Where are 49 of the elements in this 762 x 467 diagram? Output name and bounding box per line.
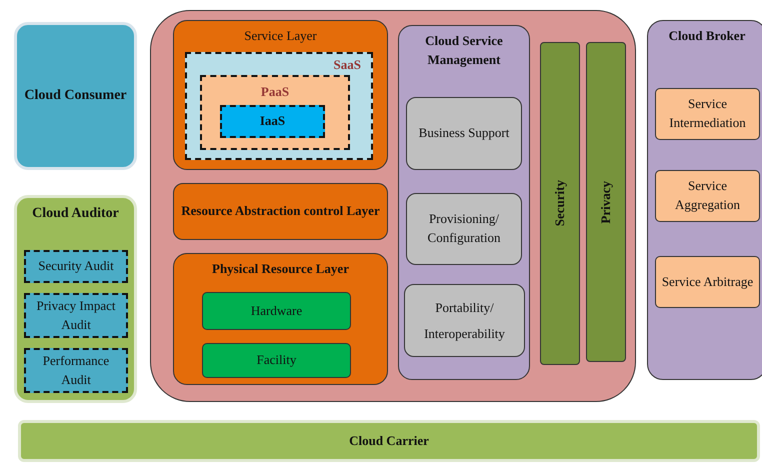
service-model-label: IaaS [258, 112, 286, 130]
service-model-box [220, 105, 325, 138]
management-label: Cloud Service Management [424, 32, 504, 69]
function-label: Provisioning/ Configuration [426, 210, 502, 247]
broker-service-box [655, 256, 760, 308]
actor-label: Cloud Broker [668, 27, 746, 45]
resource-label: Facility [256, 351, 298, 370]
carrier-label: Cloud Carrier [348, 432, 430, 450]
service-model-box [200, 75, 350, 150]
function-box [406, 97, 522, 170]
function-box [406, 193, 522, 265]
function-label: Business Support [418, 124, 510, 142]
layer-box [173, 183, 388, 240]
vertical-label: Security [550, 180, 568, 227]
carrier-bar [18, 420, 760, 462]
audit-label: Security Audit [37, 257, 115, 276]
layer-box [173, 253, 388, 385]
broker-service-label: Service Intermediation [668, 95, 747, 132]
actor-box [647, 20, 762, 380]
actor-box [14, 195, 137, 403]
layer-label: Service Layer [243, 27, 318, 45]
actor-label: Cloud Auditor [31, 205, 120, 223]
vertical-label: Privacy [596, 180, 614, 224]
broker-service-label: Service Arbitrage [660, 272, 754, 291]
broker-service-box [655, 170, 760, 222]
actor-box [14, 22, 137, 170]
service-model-box [185, 52, 373, 160]
audit-box [24, 293, 128, 338]
actor-label: Cloud Consumer [23, 86, 128, 105]
service-model-label: PaaS [260, 83, 290, 101]
broker-service-label: Service Aggregation [674, 177, 741, 214]
resource-box [202, 343, 351, 378]
function-label: Portability/ Interoperability [423, 298, 506, 343]
service-model-label: SaaS [332, 56, 362, 74]
management-box [398, 25, 530, 380]
resource-box [202, 292, 351, 330]
layer-box [173, 20, 388, 170]
audit-box [24, 348, 128, 393]
audit-box [24, 250, 128, 283]
function-box [404, 284, 525, 357]
vertical-bar [540, 42, 580, 365]
provider-box [150, 10, 636, 402]
resource-label: Hardware [250, 302, 304, 320]
audit-label: Performance Audit [42, 352, 110, 388]
layer-label: Physical Resource Layer [211, 260, 350, 278]
audit-label: Privacy Impact Audit [35, 296, 117, 334]
layer-label: Resource Abstraction control Layer [180, 202, 381, 220]
vertical-bar [586, 42, 626, 362]
broker-service-box [655, 88, 760, 140]
